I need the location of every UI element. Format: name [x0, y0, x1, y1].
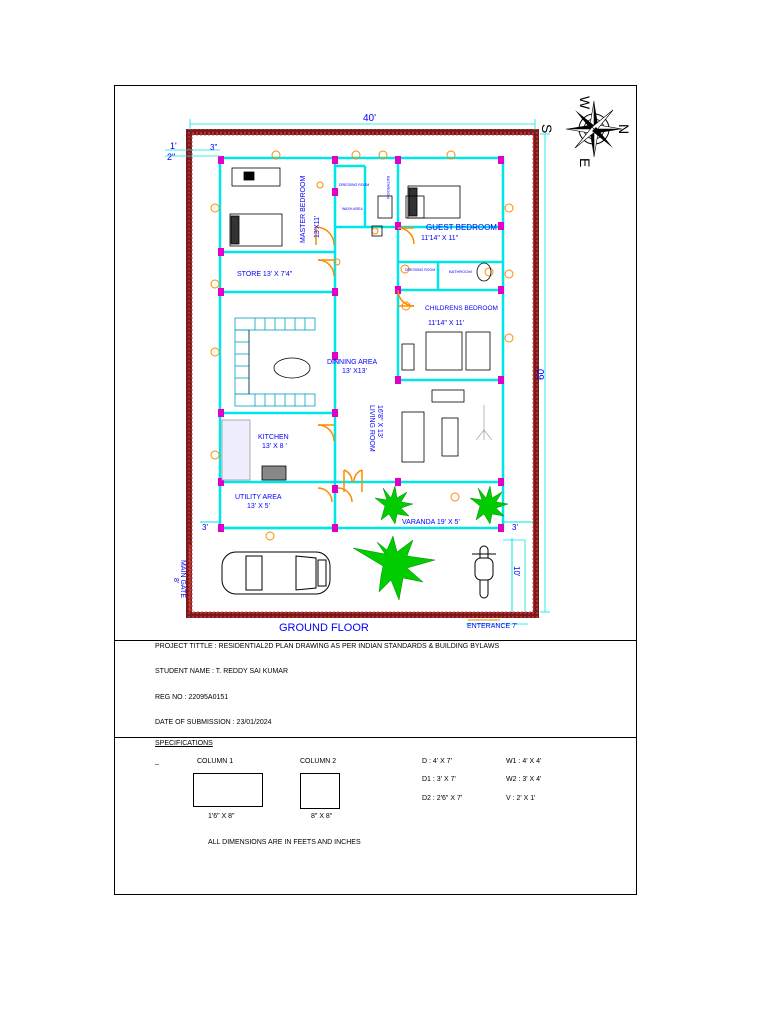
ventilator-v: V : 2' X 1': [506, 795, 536, 802]
label-bathroom-2: BATHROOM: [449, 269, 472, 274]
student-name: STUDENT NAME : T. REDDY SAI KUMAR: [155, 668, 289, 675]
label-entrance: ENTERANCE 7': [467, 623, 517, 630]
window-w1: W1 : 4' X 4': [506, 758, 542, 765]
dim-parking-10ft: 10': [512, 566, 521, 577]
drawing-sheet: [114, 85, 637, 895]
dim-3in: 3": [210, 143, 217, 152]
room-childrens-bedroom-size: 11'14" X 11': [428, 320, 464, 327]
specifications-heading: SPECIFICATIONS: [155, 740, 213, 747]
room-varanda: VARANDA 19' X 5': [402, 519, 460, 526]
room-living-room: LIVING ROOM: [368, 405, 375, 452]
room-guest-bedroom: GUEST BEDROOM: [426, 223, 497, 232]
column1-label: COLUMN 1: [197, 758, 234, 765]
door-d: D : 4' X 7': [422, 758, 452, 765]
label-dressing-room-1: DRESSING ROOM: [339, 183, 369, 187]
room-guest-bedroom-size: 11'14" X 11": [421, 235, 459, 242]
room-store: STORE 13' X 7'4": [237, 271, 293, 278]
label-dressing-room-2: DRESSING ROOM: [405, 268, 435, 272]
plan-title: GROUND FLOOR: [279, 622, 369, 634]
room-master-bedroom-size: 13'X11': [314, 216, 321, 238]
motorbike: [472, 545, 496, 599]
room-childrens-bedroom: CHILDRENS BEDROOM: [425, 305, 498, 312]
label-main-gate: MAIN GATE: [179, 560, 186, 598]
room-living-room-size: 16'8" X 13': [376, 405, 383, 438]
reg-no: REG NO : 22095A0151: [155, 694, 229, 701]
dim-2in: 2": [167, 152, 175, 162]
compass-s: S: [539, 124, 555, 133]
room-kitchen: KITCHEN: [258, 434, 289, 441]
window-markers: [210, 150, 514, 541]
plot-boundary: [186, 129, 539, 618]
compass-e: E: [577, 158, 593, 167]
column2-label: COLUMN 2: [300, 758, 337, 765]
staircase: [234, 317, 316, 407]
dimension-lines: [165, 119, 550, 625]
overall-width: 40': [363, 113, 376, 124]
overall-depth: 60': [536, 367, 547, 380]
column2-box: [300, 773, 340, 809]
dim-1ft: 1': [170, 141, 177, 151]
room-dinning-area: DINNING AREA: [327, 359, 378, 366]
label-wash-area: WASH AREA: [342, 207, 363, 211]
compass-icon: W S N E: [539, 96, 632, 167]
room-master-bedroom: MASTER BEDROOM: [300, 176, 307, 243]
column2-size: 8" X 8": [311, 813, 333, 820]
car: [221, 551, 331, 595]
room-utility-area: UTILITY AREA: [235, 494, 282, 501]
compass-n: N: [616, 124, 632, 134]
door-d1: D1 : 3' X 7': [422, 776, 456, 783]
label-bathroom-1: BATHROOM: [386, 176, 391, 199]
divider-line: [115, 640, 636, 641]
plants: [352, 485, 509, 601]
room-kitchen-size: 13' X 8 ': [262, 443, 287, 450]
divider-line: [115, 737, 636, 738]
dim-left-3ft: 3': [202, 523, 208, 532]
dim-main-gate-width: 8': [172, 578, 179, 583]
column1-box: [193, 773, 263, 807]
walls: [218, 156, 505, 530]
room-utility-area-size: 13' X 5': [247, 503, 270, 510]
furniture: [221, 167, 492, 481]
date-of-submission: DATE OF SUBMISSION : 23/01/2024: [155, 719, 272, 726]
compass-w: W: [577, 96, 593, 110]
columns: [218, 156, 504, 532]
dimensions-note: ALL DIMENSIONS ARE IN FEETS AND INCHES: [208, 839, 361, 846]
column1-size: 1'6" X 8": [208, 813, 235, 820]
room-dinning-area-size: 13' X13': [342, 368, 367, 375]
project-title: PROJECT TITTLE : RESIDENTIAL2D PLAN DRAW…: [155, 643, 500, 650]
dim-right-3ft: 3': [512, 523, 518, 532]
window-w2: W2 : 3' X 4': [506, 776, 542, 783]
door-d2: D2 : 2'6" X 7': [422, 795, 463, 802]
specifications-underscore: _: [155, 758, 159, 765]
doors: [315, 226, 500, 621]
floor-plan: 40' 60' 1' 2" 3" MASTER BEDROOM 13'X11' …: [165, 96, 632, 634]
